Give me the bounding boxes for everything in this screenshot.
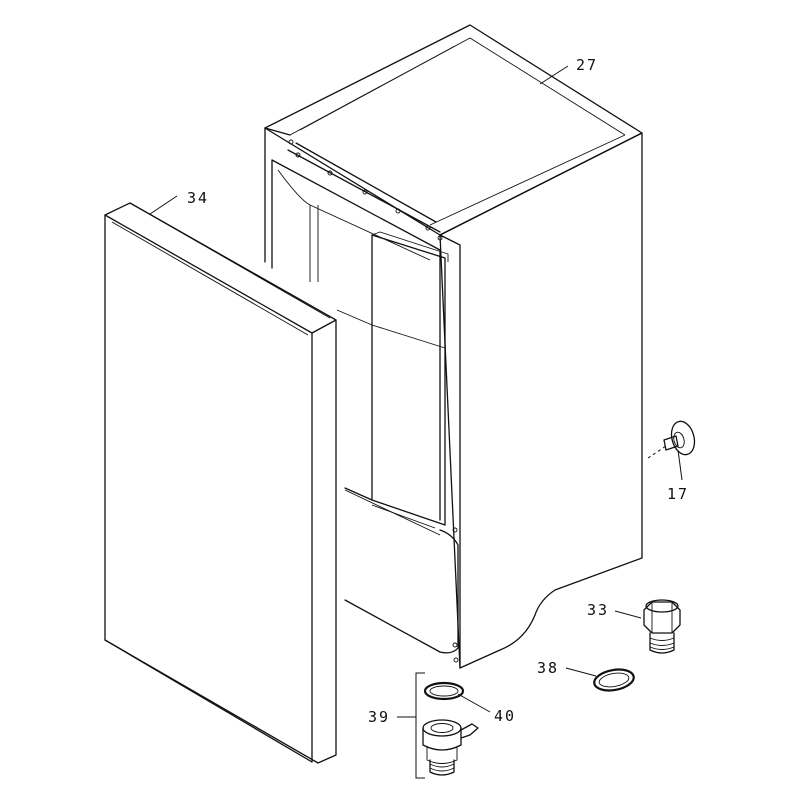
door-panel-34 <box>104 202 337 764</box>
callout-39: 39 <box>368 708 390 726</box>
callout-27: 27 <box>576 56 598 74</box>
connector-39 <box>415 672 479 779</box>
callout-38: 38 <box>537 659 559 677</box>
callout-33: 33 <box>587 601 609 619</box>
ring-40 <box>423 681 465 701</box>
ring-38 <box>593 668 635 692</box>
fitting-33 <box>643 599 681 654</box>
callout-17: 17 <box>667 485 689 503</box>
leader-lines <box>149 65 683 718</box>
callout-34: 34 <box>187 189 209 207</box>
callout-40: 40 <box>494 707 516 725</box>
cabinet-27 <box>264 24 643 669</box>
knob-17 <box>647 420 696 459</box>
